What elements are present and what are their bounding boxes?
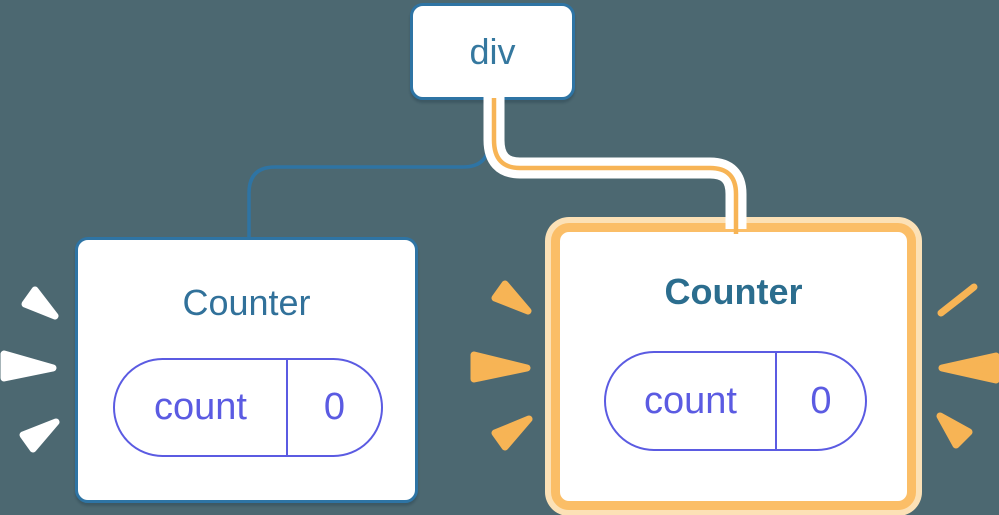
spark-ray — [491, 415, 533, 451]
spark-ray — [470, 351, 531, 383]
edge-to-left-counter — [247, 98, 491, 240]
spark-ray — [0, 350, 57, 382]
node-label: div — [469, 30, 516, 72]
state-value: 0 — [323, 386, 346, 428]
state-pill: count 0 — [113, 358, 383, 457]
component-title: Counter — [664, 271, 803, 312]
state-value: 0 — [810, 379, 832, 422]
state-pill: count 0 — [604, 351, 867, 451]
spark-ray — [936, 412, 973, 449]
tree-node-counter-left: Counter count 0 — [75, 237, 418, 503]
tree-node-div: div — [410, 3, 575, 100]
burst-rays-left — [0, 286, 60, 453]
spark-ray — [21, 286, 59, 320]
burst-rays-middle — [470, 280, 533, 451]
edge-to-right-counter-casing — [483, 95, 747, 229]
component-title: Counter — [182, 282, 311, 323]
spark-ray — [19, 418, 60, 453]
spark-ray — [938, 352, 999, 384]
burst-rays-right — [936, 283, 999, 449]
spark-ray — [937, 283, 978, 317]
spark-ray — [491, 280, 532, 315]
tree-node-counter-right: Counter count 0 — [551, 223, 916, 510]
state-key: count — [606, 353, 777, 449]
state-key: count — [115, 360, 288, 455]
edge-to-right-counter — [491, 98, 739, 234]
